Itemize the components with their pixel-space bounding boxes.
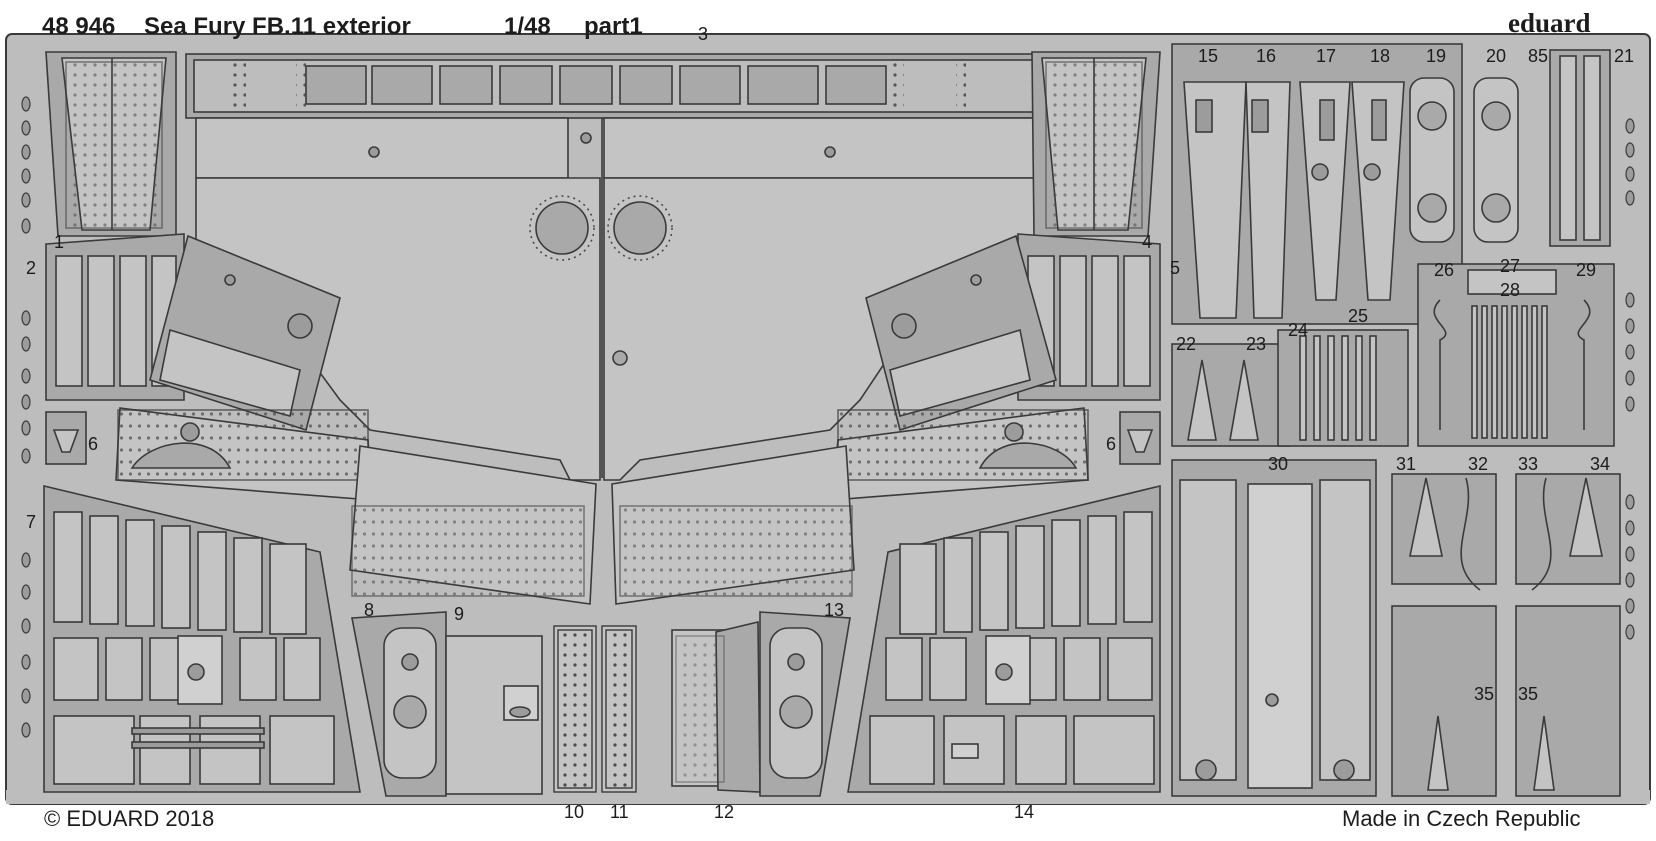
part-label-31: 31 (1396, 454, 1416, 474)
part-30-panel (1171, 459, 1377, 797)
part-7-panel (43, 484, 361, 793)
fret-sheet-label: part1 (584, 13, 643, 40)
part-9-panel (445, 635, 543, 795)
part-label-4: 4 (1142, 232, 1152, 252)
part-2-panel (45, 233, 185, 401)
part-label-25: 25 (1348, 306, 1368, 326)
part-label-7: 7 (26, 512, 36, 532)
parts-22-23-group (1171, 343, 1291, 447)
part-label-35-right: 35 (1518, 684, 1538, 704)
parts-19-20-panels (1409, 77, 1519, 243)
brand-logo-text: eduard (1508, 8, 1591, 38)
part-3-center-panel (185, 53, 1053, 481)
parts-33-34-group (1515, 473, 1621, 797)
parts-15-20-group (1171, 43, 1463, 325)
part-label-19: 19 (1426, 46, 1446, 66)
part-21-strip (1549, 49, 1611, 247)
part-label-35-left: 35 (1474, 684, 1494, 704)
part-label-34: 34 (1590, 454, 1610, 474)
left-edge-drops (21, 96, 31, 738)
part-label-17: 17 (1316, 46, 1336, 66)
part-label-32: 32 (1468, 454, 1488, 474)
part-label-5: 5 (1170, 258, 1180, 278)
part-label-6-left: 6 (88, 434, 98, 454)
part-label-9: 9 (454, 604, 464, 624)
part-label-27: 27 (1500, 256, 1520, 276)
origin-text: Made in Czech Republic (1342, 806, 1580, 831)
lower-right-flap-strip (611, 407, 1089, 605)
part-label-29: 29 (1576, 260, 1596, 280)
part-label-26: 26 (1434, 260, 1454, 280)
part-label-15: 15 (1198, 46, 1218, 66)
part-number-labels: 1 2 3 4 5 6 6 7 8 9 10 11 12 13 14 15 16… (26, 24, 1634, 822)
part-label-13: 13 (824, 600, 844, 620)
part-label-33: 33 (1518, 454, 1538, 474)
part-label-1: 1 (54, 232, 64, 252)
part-label-22: 22 (1176, 334, 1196, 354)
part-label-28: 28 (1500, 280, 1520, 300)
fret-scale: 1/48 (504, 13, 551, 40)
copyright-text: © EDUARD 2018 (44, 806, 214, 831)
fret-title: Sea Fury FB.11 exterior (144, 13, 411, 40)
lower-left-flap-strip (115, 407, 597, 605)
part-label-8: 8 (364, 600, 374, 620)
part-label-24: 24 (1288, 320, 1308, 340)
part-label-85: 85 (1528, 46, 1548, 66)
part-label-20: 20 (1486, 46, 1506, 66)
part-label-16: 16 (1256, 46, 1276, 66)
part-1-panel (45, 51, 177, 237)
part-12-panel (671, 620, 761, 793)
rib-strip-top (232, 60, 966, 112)
part-label-2: 2 (26, 258, 36, 278)
part-10-strip (553, 625, 597, 793)
part-label-10: 10 (564, 802, 584, 822)
part-6-right-bracket (1119, 411, 1161, 465)
part-6-left-bracket (45, 411, 87, 465)
parts-31-32-group (1391, 473, 1497, 797)
part-label-21: 21 (1614, 46, 1634, 66)
part-label-18: 18 (1370, 46, 1390, 66)
part-label-14: 14 (1014, 802, 1034, 822)
part-5-panel (1017, 233, 1161, 401)
part-label-23: 23 (1246, 334, 1266, 354)
part-5-right-flap (865, 234, 1057, 432)
part-label-11: 11 (610, 802, 629, 822)
part-label-3: 3 (698, 24, 708, 44)
part-label-30: 30 (1268, 454, 1288, 474)
part-11-strip (601, 625, 637, 793)
part-label-12: 12 (714, 802, 734, 822)
right-edge-drops (1625, 118, 1635, 640)
part-14-panel (847, 484, 1161, 793)
part-4-panel (1031, 51, 1161, 237)
part-label-6-right: 6 (1106, 434, 1116, 454)
parts-26-29-group (1417, 263, 1615, 447)
fret-code: 48 946 (42, 13, 115, 40)
part-8-panel (351, 611, 447, 797)
part-13-panel (759, 611, 851, 797)
parts-24-25-group (1277, 329, 1409, 447)
